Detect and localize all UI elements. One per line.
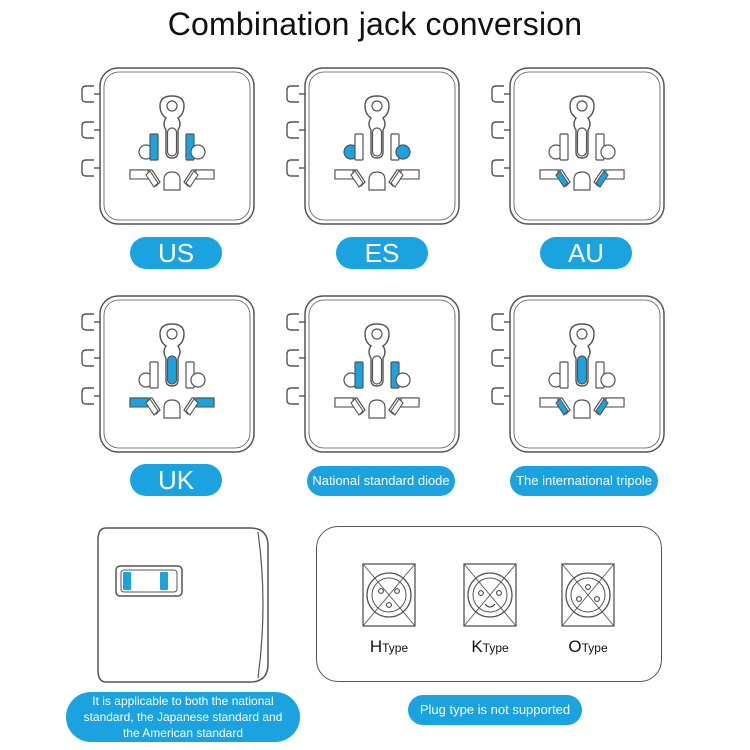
page-title: Combination jack conversion	[167, 6, 583, 42]
label-uk: UK	[130, 464, 222, 496]
label-au: AU	[540, 237, 632, 269]
plug-type-o: OType	[553, 563, 623, 657]
socket-international-tripole	[490, 292, 675, 462]
type-word: Type	[581, 641, 608, 655]
socket-face-icon	[491, 295, 665, 453]
socket-face-icon	[286, 295, 460, 453]
type-letter-k: K	[471, 637, 483, 656]
plug-o-icon	[561, 563, 615, 627]
unsupported-note: Plug type is not supported	[408, 695, 582, 725]
socket-es	[285, 64, 470, 234]
type-word: Type	[382, 641, 409, 655]
type-word: Type	[482, 641, 509, 655]
label-national-diode: National standard diode	[307, 466, 455, 496]
supported-note: It is applicable to both the national st…	[66, 692, 300, 742]
type-letter-h: H	[369, 637, 383, 656]
socket-face-icon	[286, 67, 460, 225]
plug-type-h: HType	[354, 563, 424, 657]
adapter-side-view	[90, 524, 275, 686]
socket-national-diode	[285, 292, 470, 462]
socket-face-icon	[81, 67, 255, 225]
socket-us	[80, 64, 265, 234]
plug-h-icon	[362, 563, 416, 627]
label-us: US	[130, 237, 222, 269]
socket-uk	[80, 292, 265, 462]
label-international-tripole: The international tripole	[510, 466, 658, 496]
unsupported-types-panel: HType KType OType	[316, 526, 662, 682]
socket-face-icon	[81, 295, 255, 453]
type-letter-o: O	[568, 637, 582, 656]
plug-type-k: KType	[455, 563, 525, 657]
plug-k-icon	[463, 563, 517, 627]
socket-au	[490, 64, 675, 234]
socket-face-icon	[491, 67, 665, 225]
label-es: ES	[336, 237, 428, 269]
